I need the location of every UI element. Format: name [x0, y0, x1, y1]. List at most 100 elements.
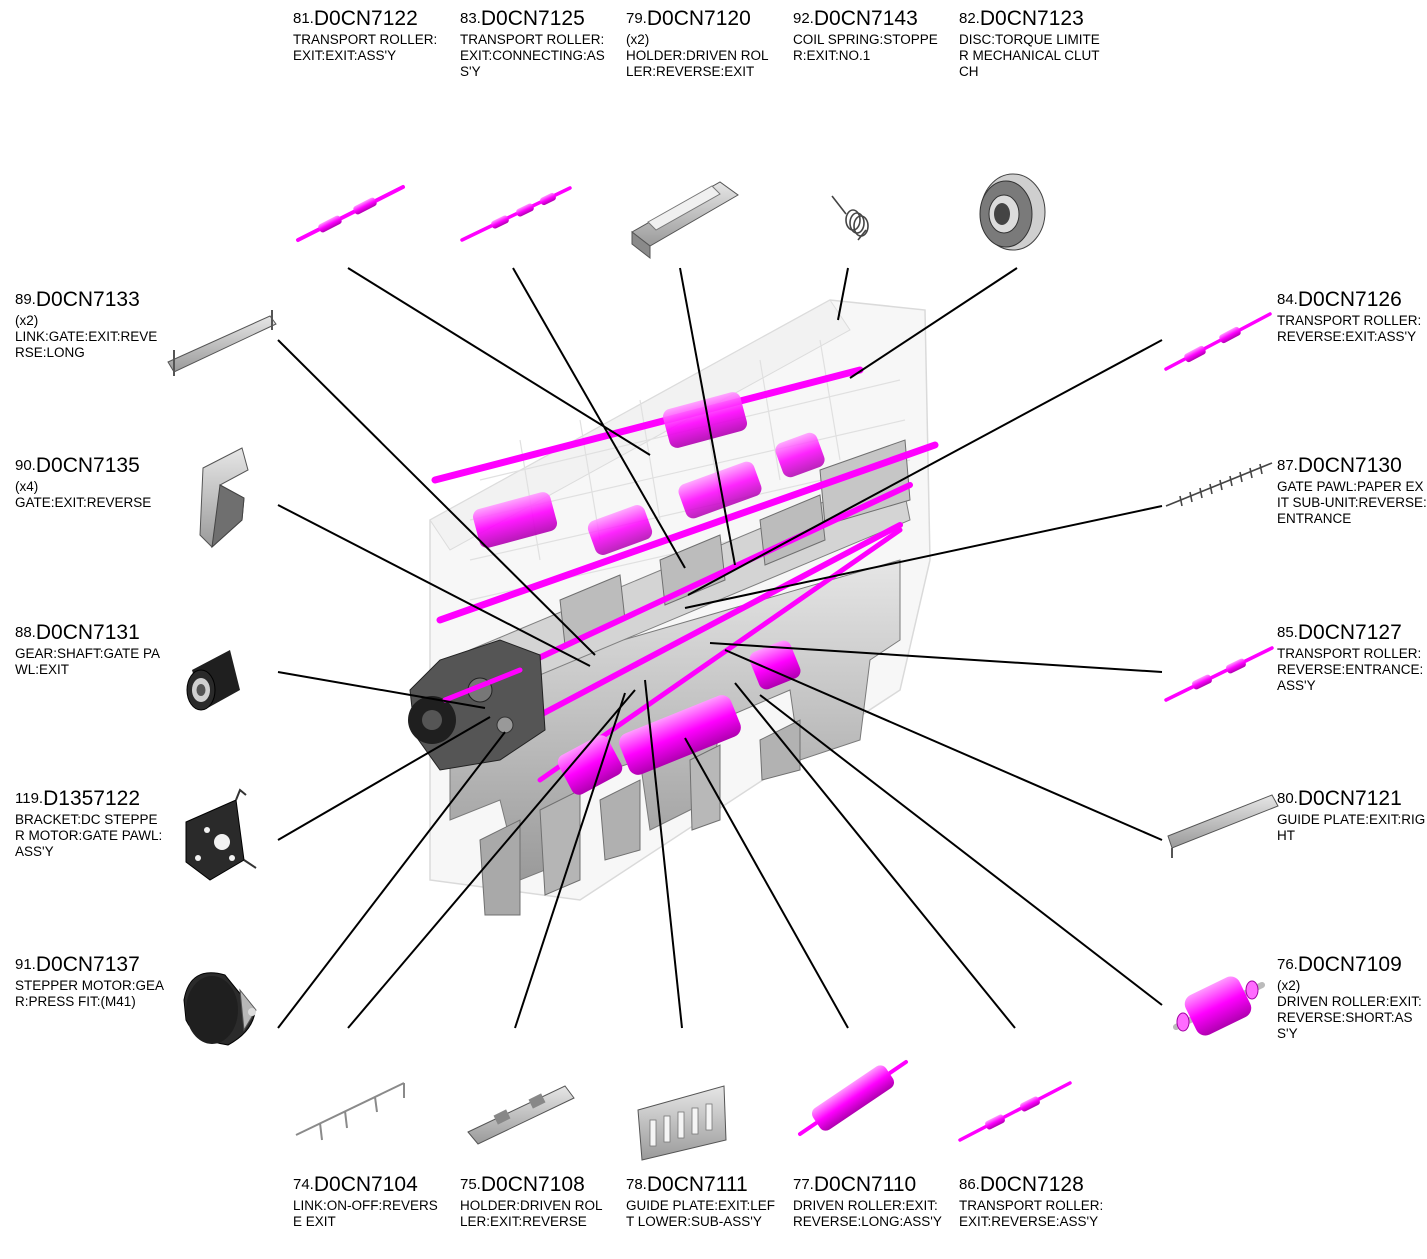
- part-number: D0CN7130: [1297, 454, 1402, 477]
- part-number: D1357122: [43, 787, 141, 810]
- part-description: TRANSPORT ROLLER:EXIT:CONNECTING:ASS'Y: [460, 32, 605, 79]
- part-number: D0CN7125: [480, 7, 585, 30]
- part-label-90: 90.D0CN7135 (x4) GATE:EXIT:REVERSE: [15, 453, 165, 511]
- part-79-thumbnail: [631, 181, 739, 260]
- part-82-thumbnail: [979, 173, 1046, 251]
- part-number-index: 79.: [626, 10, 647, 27]
- part-number-index: 77.: [793, 1176, 814, 1193]
- part-description: COIL SPRING:STOPPER:EXIT:NO.1: [793, 32, 938, 63]
- leader-lines: [277, 267, 1163, 1029]
- part-number: D0CN7143: [813, 7, 918, 30]
- part-label-89: 89.D0CN7133 (x2) LINK:GATE:EXIT:REVERSE:…: [15, 287, 165, 361]
- leader-119: [277, 716, 491, 841]
- part-label-83: 83.D0CN7125 TRANSPORT ROLLER:EXIT:CONNEC…: [460, 6, 610, 80]
- leader-79: [679, 267, 736, 566]
- part-description: LINK:GATE:EXIT:REVERSE:LONG: [15, 329, 158, 360]
- part-description: GATE:EXIT:REVERSE: [15, 495, 152, 510]
- part-number: D0CN7104: [313, 1173, 418, 1196]
- part-number-index: 92.: [793, 10, 814, 27]
- leader-88: [277, 671, 486, 709]
- part-number: D0CN7126: [1297, 288, 1402, 311]
- part-89-thumbnail: [167, 310, 277, 376]
- part-86-thumbnail: [958, 1081, 1072, 1142]
- part-number-index: 90.: [15, 457, 36, 474]
- part-number-index: 119.: [15, 790, 44, 807]
- part-number: D0CN7111: [646, 1173, 748, 1196]
- part-number-index: 88.: [15, 624, 36, 641]
- part-number: D0CN7109: [1297, 953, 1402, 976]
- leader-78: [644, 679, 683, 1029]
- part-85-thumbnail: [1164, 646, 1274, 702]
- part-description: GUIDE PLATE:EXIT:LEFT LOWER:SUB-ASS'Y: [626, 1198, 776, 1229]
- part-description: DRIVEN ROLLER:EXIT:REVERSE:SHORT:ASS'Y: [1277, 994, 1422, 1041]
- part-75-thumbnail: [467, 1085, 575, 1145]
- part-description: TRANSPORT ROLLER:EXIT:REVERSE:ASS'Y: [959, 1198, 1104, 1229]
- part-description: STEPPER MOTOR:GEAR:PRESS FIT:(M41): [15, 978, 165, 1009]
- part-description: TRANSPORT ROLLER:REVERSE:EXIT:ASS'Y: [1277, 313, 1422, 344]
- leader-76: [759, 694, 1163, 1006]
- part-label-119: 119.D1357122 BRACKET:DC STEPPER MOTOR:GA…: [15, 786, 165, 860]
- part-label-84: 84.D0CN7126 TRANSPORT ROLLER:REVERSE:EXI…: [1277, 287, 1427, 345]
- part-description: DISC:TORQUE LIMITER MECHANICAL CLUTCH: [959, 32, 1100, 79]
- leader-83: [512, 267, 686, 569]
- part-number-index: 80.: [1277, 790, 1298, 807]
- part-92-thumbnail: [831, 195, 869, 241]
- part-label-81: 81.D0CN7122 TRANSPORT ROLLER:EXIT:EXIT:A…: [293, 6, 443, 64]
- leader-87: [684, 505, 1163, 609]
- part-label-79: 79.D0CN7120 (x2) HOLDER:DRIVEN ROLLER:RE…: [626, 6, 776, 80]
- part-77-thumbnail: [798, 1060, 908, 1136]
- part-label-75: 75.D0CN7108 HOLDER:DRIVEN ROLLER:EXIT:RE…: [460, 1172, 610, 1230]
- part-quantity: (x4): [15, 479, 39, 494]
- part-number: D0CN7120: [646, 7, 751, 30]
- part-number-index: 87.: [1277, 457, 1298, 474]
- leader-80: [724, 649, 1163, 841]
- part-description: LINK:ON-OFF:REVERSE EXIT: [293, 1198, 438, 1229]
- part-description: BRACKET:DC STEPPER MOTOR:GATE PAWL:ASS'Y: [15, 812, 163, 859]
- part-90-thumbnail: [199, 447, 249, 549]
- part-number: D0CN7135: [35, 454, 140, 477]
- part-number-index: 81.: [293, 10, 314, 27]
- part-label-80: 80.D0CN7121 GUIDE PLATE:EXIT:RIGHT: [1277, 786, 1427, 844]
- part-number-index: 85.: [1277, 624, 1298, 641]
- part-number: D0CN7108: [480, 1173, 585, 1196]
- part-number-index: 84.: [1277, 291, 1298, 308]
- leader-89: [277, 339, 596, 656]
- part-number-index: 83.: [460, 10, 481, 27]
- part-label-74: 74.D0CN7104 LINK:ON-OFF:REVERSE EXIT: [293, 1172, 443, 1230]
- part-number: D0CN7131: [35, 621, 140, 644]
- part-label-78: 78.D0CN7111 GUIDE PLATE:EXIT:LEFT LOWER:…: [626, 1172, 776, 1230]
- leader-85: [709, 642, 1163, 673]
- part-80-thumbnail: [1167, 794, 1279, 858]
- part-label-87: 87.D0CN7130 GATE PAWL:PAPER EXIT SUB-UNI…: [1277, 453, 1427, 527]
- part-number-index: 91.: [15, 956, 36, 973]
- part-label-86: 86.D0CN7128 TRANSPORT ROLLER:EXIT:REVERS…: [959, 1172, 1109, 1230]
- part-number: D0CN7122: [313, 7, 418, 30]
- leader-86: [734, 682, 1016, 1029]
- part-number-index: 89.: [15, 291, 36, 308]
- part-description: HOLDER:DRIVEN ROLLER:EXIT:REVERSE: [460, 1198, 603, 1229]
- leader-90: [277, 504, 591, 667]
- part-76-thumbnail: [1173, 976, 1265, 1036]
- main-assembly: [408, 299, 939, 916]
- part-quantity: (x2): [1277, 978, 1301, 993]
- leader-77: [684, 737, 849, 1029]
- part-83-thumbnail: [460, 186, 572, 242]
- part-number: D0CN7127: [1297, 621, 1402, 644]
- leader-84: [687, 339, 1163, 596]
- leader-75: [514, 692, 626, 1029]
- part-quantity: (x2): [626, 32, 650, 47]
- part-number: D0CN7137: [35, 953, 140, 976]
- part-84-thumbnail: [1164, 312, 1272, 371]
- part-number: D0CN7121: [1297, 787, 1402, 810]
- part-number: D0CN7110: [813, 1173, 917, 1196]
- part-88-thumbnail: [186, 650, 240, 711]
- part-number-index: 76.: [1277, 956, 1298, 973]
- part-description: GEAR:SHAFT:GATE PAWL:EXIT: [15, 646, 161, 677]
- part-number-index: 82.: [959, 10, 980, 27]
- part-label-85: 85.D0CN7127 TRANSPORT ROLLER:REVERSE:ENT…: [1277, 620, 1427, 694]
- part-119-thumbnail: [185, 788, 257, 881]
- part-number: D0CN7123: [979, 7, 1084, 30]
- part-label-92: 92.D0CN7143 COIL SPRING:STOPPER:EXIT:NO.…: [793, 6, 943, 64]
- transport-rollers: [472, 392, 825, 795]
